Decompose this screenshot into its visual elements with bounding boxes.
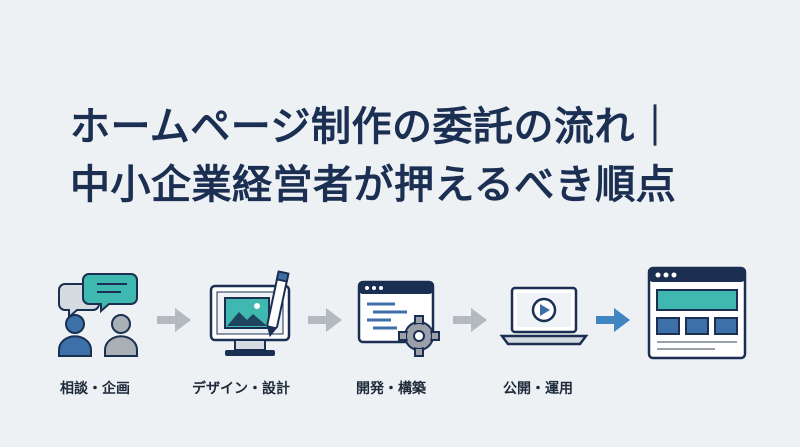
- website-layout-icon: [647, 266, 747, 360]
- step-label-development: 開発・構築: [356, 381, 426, 397]
- step-label-launch: 公開・運用: [503, 381, 573, 397]
- title-line-1: ホームページ制作の委託の流れ｜: [70, 104, 676, 150]
- step-label-consultation: 相談・企画: [60, 381, 130, 397]
- page-title: ホームページ制作の委託の流れ｜ 中小企業経営者が押えるべき順点: [70, 98, 770, 214]
- consultation-icon: [58, 273, 138, 357]
- arrow-right-icon: [308, 308, 342, 332]
- code-gear-icon: [357, 280, 440, 357]
- step-label-design: デザイン・設計: [192, 381, 290, 397]
- design-monitor-icon: [209, 270, 291, 356]
- laptop-play-icon: [499, 286, 589, 346]
- arrow-right-icon: [157, 308, 191, 332]
- arrow-right-icon: [596, 308, 630, 332]
- arrow-right-icon: [453, 308, 487, 332]
- title-line-2: 中小企業経営者が押えるべき順点: [70, 162, 677, 208]
